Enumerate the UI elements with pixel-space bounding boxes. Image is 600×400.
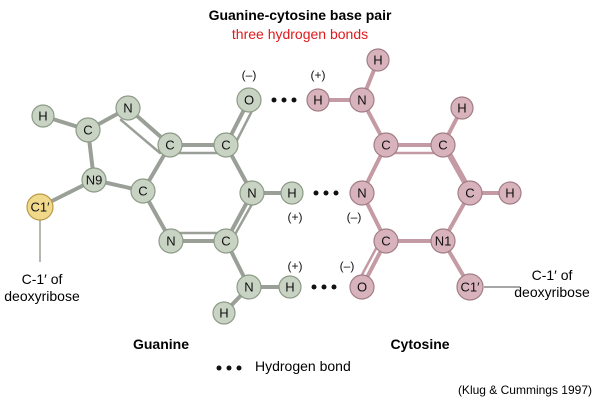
guanine-sugar-atom	[26, 193, 54, 221]
left-c1-label-line2: deoxyribose	[4, 288, 80, 304]
charge-o2: (–)	[340, 259, 355, 273]
atom-g-c1: C1′	[30, 200, 50, 215]
atom-c-c5: C	[438, 138, 447, 153]
atom-g-h2b: H	[219, 306, 228, 321]
atom-g-c5: C	[165, 138, 174, 153]
legend: Hydrogen bond	[216, 358, 351, 374]
atom-g-c8: C	[83, 123, 92, 138]
cytosine-atoms	[306, 48, 522, 301]
atom-g-n3: N	[166, 234, 175, 249]
atom-c-c2: C	[381, 234, 390, 249]
right-c1-label-line2: deoxyribose	[514, 284, 590, 300]
right-c1-label-line1: C-1′ of	[532, 267, 573, 283]
atom-g-h8: H	[38, 109, 47, 124]
atom-c-h5: H	[457, 101, 466, 116]
atom-c-c6: C	[465, 186, 474, 201]
atom-g-n1: N	[247, 186, 256, 201]
left-c1-label-line1: C-1′ of	[22, 271, 63, 287]
atom-c-n3: N	[357, 186, 366, 201]
atom-c-o2: O	[357, 280, 367, 295]
atom-g-c4: C	[138, 184, 147, 199]
diagram-title: Guanine-cytosine base pair	[209, 7, 392, 23]
atom-g-o6: O	[244, 93, 254, 108]
atom-g-n2: N	[244, 280, 253, 295]
atom-g-c6: C	[221, 138, 230, 153]
atom-labels: H C N N9 C1′ C C C O N H C N N H H H N H…	[30, 53, 514, 321]
legend-dots	[216, 365, 242, 371]
atom-c-h4b: H	[313, 93, 322, 108]
atom-c-h6: H	[505, 186, 514, 201]
cytosine-label: Cytosine	[390, 336, 449, 352]
charge-h1: (+)	[288, 210, 303, 224]
atom-c-h4a: H	[373, 53, 382, 68]
legend-label: Hydrogen bond	[255, 358, 351, 374]
atom-g-n9: N9	[86, 173, 103, 188]
atom-c-n1: N1	[435, 234, 452, 249]
cytosine-bonds	[316, 58, 512, 289]
atom-c-n4: N	[357, 93, 366, 108]
credit: (Klug & Cummings 1997)	[458, 383, 592, 397]
guanine-atoms	[31, 87, 304, 325]
atom-g-h1: H	[287, 186, 296, 201]
atom-g-n7: N	[123, 101, 132, 116]
partial-charges: (–) (+) (+) (–) (+) (–)	[242, 68, 362, 273]
guanine-label: Guanine	[133, 336, 189, 352]
diagram-subtitle: three hydrogen bonds	[232, 26, 368, 42]
charge-n3: (–)	[347, 210, 362, 224]
atom-g-c2: C	[221, 234, 230, 249]
atom-g-h2a: H	[285, 280, 294, 295]
hydrogen-bond-dots	[271, 97, 339, 290]
atom-c-c4: C	[381, 138, 390, 153]
atom-c-c1: C1′	[460, 280, 480, 295]
charge-h4: (+)	[311, 68, 326, 82]
charge-h2: (+)	[288, 259, 303, 273]
charge-o6: (–)	[242, 68, 257, 82]
